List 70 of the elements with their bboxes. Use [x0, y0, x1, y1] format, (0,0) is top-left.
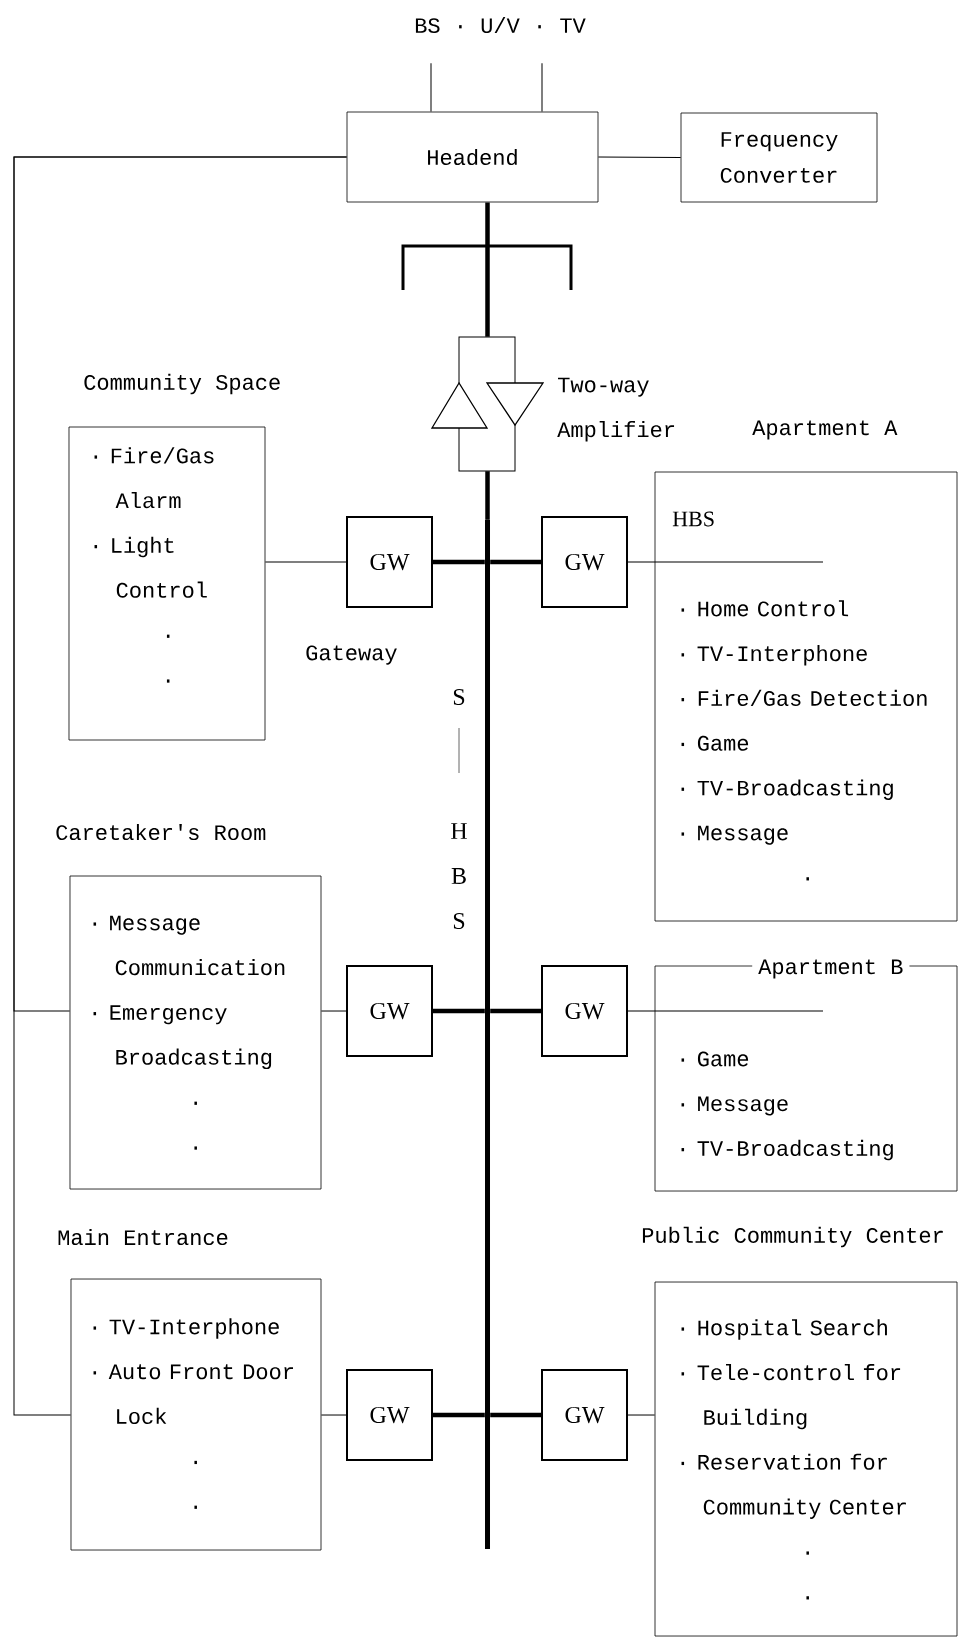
bus-letter: H — [451, 823, 467, 839]
node-label: · — [194, 1146, 197, 1150]
heading-text: Apartment A — [752, 420, 898, 440]
connector-line — [433, 559, 485, 565]
gateway-box: GW — [346, 965, 433, 1057]
bus-letter: B — [451, 868, 466, 884]
node-label: · Tele-control for Building — [681, 1364, 901, 1430]
node-label: · Game — [681, 735, 749, 751]
connector-line — [13, 156, 348, 1416]
connector-line — [627, 561, 824, 563]
converter-box: Frequency Converter — [680, 112, 878, 203]
service-box: · Message Communication · Emergency Broadcasting · · — [69, 875, 322, 1190]
connector-line — [597, 156, 682, 158]
connector-line — [485, 471, 490, 520]
signal-label: BS · U/V · TV — [415, 16, 586, 34]
gateway-box: GW — [346, 1369, 433, 1461]
amplifier-symbol — [430, 336, 545, 472]
connector-line — [433, 1008, 485, 1014]
service-box: · Hospital Search · Tele-control for Building · Reservation for Community Center · · — [654, 1281, 958, 1637]
gateway-box: GW — [346, 516, 433, 608]
connector-line — [320, 1010, 347, 1012]
node-label: · — [194, 1101, 197, 1105]
node-label: · Reservation for Community Center — [681, 1453, 906, 1519]
caption-text: Gateway — [306, 645, 397, 665]
node-label: · — [806, 1596, 809, 1600]
node-label: · Message — [681, 825, 788, 845]
heading-text: Main Entrance — [58, 1228, 228, 1246]
connector-line — [433, 1412, 485, 1418]
connector-line — [485, 202, 490, 337]
connector-line — [627, 1010, 824, 1012]
connector-line — [264, 561, 347, 563]
node-label: · — [806, 1551, 809, 1555]
node-label: HBS — [672, 511, 714, 527]
node-label: · Message Communication — [93, 915, 285, 976]
node-label: · — [194, 1505, 197, 1509]
heading-text: Caretaker's Room — [56, 823, 266, 841]
node-label: · Hospital Search — [681, 1319, 887, 1340]
node-label: · Home Control — [681, 600, 849, 617]
connector-line — [320, 1414, 347, 1416]
bus-letter: S — [453, 912, 465, 930]
headend-box: Headend — [346, 111, 599, 203]
node-label: · Fire/Gas Detection — [681, 689, 927, 706]
node-label: · TV-Interphone — [93, 1318, 279, 1339]
heading-text: Community Space — [84, 373, 280, 395]
node-label: · Fire/Gas Alarm — [94, 447, 214, 509]
service-box: · TV-Interphone · Auto Front Door Lock · · — [70, 1278, 322, 1551]
node-label: · TV-Broadcasting — [681, 779, 893, 800]
connector-line — [430, 62, 432, 113]
node-label: · TV-Interphone — [681, 645, 867, 666]
heading-text: Public Community Center — [642, 1226, 943, 1248]
gateway-box: GW — [541, 516, 628, 608]
connector-line — [541, 62, 543, 113]
service-box: · Fire/Gas Alarm · Light Control · · — [68, 426, 266, 741]
connector-line — [490, 1008, 541, 1014]
node-label: · Emergency Broadcasting — [93, 1005, 272, 1070]
node-label: · Light Control — [94, 536, 207, 598]
gateway-box: GW — [541, 965, 628, 1057]
connector-line — [490, 1412, 541, 1418]
node-label: · — [166, 679, 170, 683]
node-label: · — [166, 634, 170, 638]
node-label: · — [194, 1460, 197, 1465]
gateway-box: GW — [541, 1369, 628, 1461]
connector-line — [627, 1414, 656, 1416]
node-label: · Auto Front Door Lock — [93, 1364, 294, 1424]
connector-line — [490, 559, 541, 565]
heading-text: Apartment B — [752, 956, 910, 982]
caption-text: Two-way Amplifier — [557, 377, 675, 442]
node-label: · — [806, 877, 809, 881]
service-box: HBS · Home Control · TV-Interphone · Fire/Gas Detection · Game · TV-Broadcasting · Message · — [654, 471, 958, 922]
bus-letter: S — [453, 688, 465, 706]
